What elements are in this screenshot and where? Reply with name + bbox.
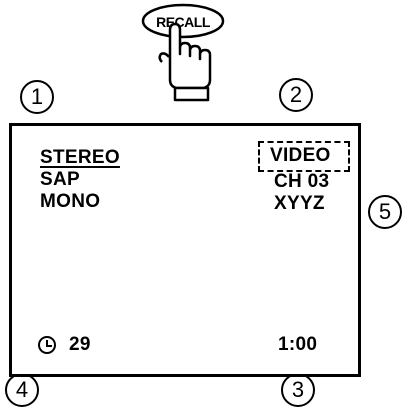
channel-number: CH 03 [274, 171, 329, 193]
callout-4: 4 [5, 373, 39, 407]
station-id: XYYZ [274, 193, 325, 215]
clock-time: 1:00 [278, 334, 317, 356]
audio-mode-stereo: STEREO [40, 147, 120, 169]
audio-mode-mono: MONO [40, 191, 100, 213]
audio-mode-sap: SAP [40, 169, 80, 191]
callout-3: 3 [281, 373, 315, 407]
input-label: VIDEO [270, 145, 331, 167]
callout-5: 5 [368, 195, 402, 229]
clock-icon [38, 336, 56, 354]
callout-1: 1 [20, 80, 54, 114]
recall-button-illustration: RECALL [140, 2, 230, 107]
sleep-timer-value: 29 [69, 334, 91, 356]
callout-2: 2 [279, 78, 313, 112]
tv-screen: STEREO SAP MONO VIDEO CH 03 XYYZ 29 1:00 [9, 123, 361, 377]
recall-button-label: RECALL [156, 14, 211, 30]
